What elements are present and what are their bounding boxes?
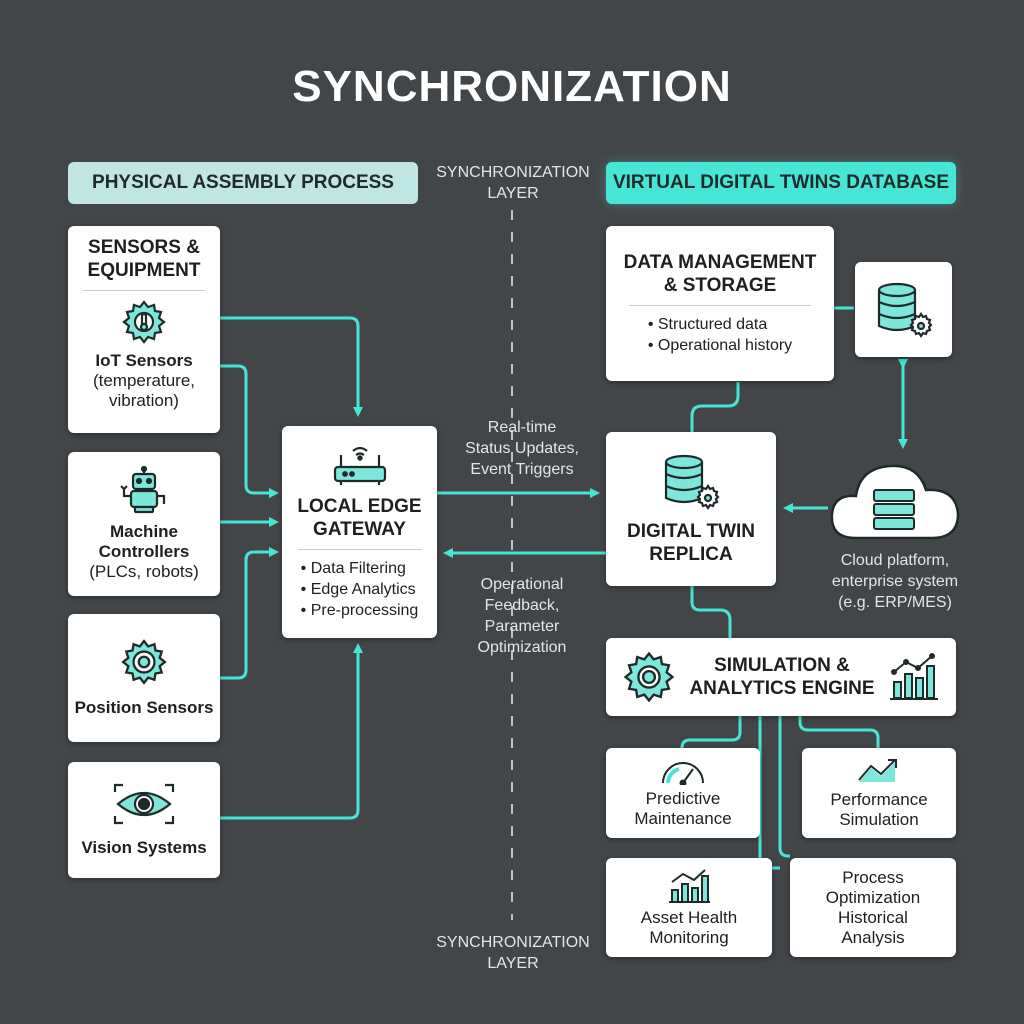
twin-title-line: DIGITAL TWIN xyxy=(626,521,756,542)
local-edge-gateway-card[interactable]: LOCAL EDGE GATEWAY • Data Filtering • Ed… xyxy=(282,426,437,638)
data-mgmt-bullet: • Operational history xyxy=(647,337,793,354)
data-mgmt-title-line: & STORAGE xyxy=(663,275,777,296)
divider xyxy=(628,305,812,306)
machine-controllers-label: Controllers xyxy=(98,542,190,561)
bar-chart-icon xyxy=(888,652,940,702)
flow-label-line: Event Triggers xyxy=(470,461,574,478)
robot-icon xyxy=(119,466,169,514)
flow-label-line: Operational xyxy=(480,576,564,593)
gateway-bullets: • Data Filtering • Edge Analytics • Pre-… xyxy=(301,558,419,621)
process-optimization-card[interactable]: Process Optimization Historical Analysis xyxy=(790,858,956,957)
cloud-caption-line: enterprise system xyxy=(831,573,959,590)
twin-title-line: REPLICA xyxy=(649,544,733,565)
cloud-caption: Cloud platform, enterprise system (e.g. … xyxy=(812,550,978,613)
iot-sensors-detail: vibration) xyxy=(109,391,179,410)
vision-systems-label: Vision Systems xyxy=(81,838,207,857)
flow-label-line: Real-time xyxy=(487,419,557,436)
cloud-server-icon xyxy=(826,452,962,544)
flow-label-line: Parameter xyxy=(484,618,560,635)
process-label: Optimization xyxy=(825,887,921,907)
gear-icon xyxy=(622,650,676,704)
database-gear-icon xyxy=(660,452,722,512)
sim-title-line: SIMULATION & xyxy=(714,655,850,676)
gear-thermometer-icon xyxy=(121,299,167,345)
predictive-label: Predictive xyxy=(645,789,721,808)
asset-health-card[interactable]: Asset Health Monitoring xyxy=(606,858,772,957)
realtime-flow-label: Real-time Status Updates, Event Triggers xyxy=(446,417,598,480)
data-mgmt-bullet: • Structured data xyxy=(647,316,768,333)
sync-layer-line: SYNCHRONIZATION xyxy=(436,164,590,181)
position-sensors-card[interactable]: Position Sensors xyxy=(68,614,220,742)
iot-sensors-detail: (temperature, xyxy=(92,371,196,390)
sensors-title-line: EQUIPMENT xyxy=(87,260,201,281)
iot-sensors-label: IoT Sensors xyxy=(95,351,193,370)
process-label: Analysis xyxy=(841,927,905,947)
page-title: SYNCHRONIZATION xyxy=(292,62,732,111)
gateway-title-line: GATEWAY xyxy=(313,519,406,540)
database-card[interactable] xyxy=(855,262,952,357)
gauge-icon xyxy=(659,757,707,785)
gear-target-icon xyxy=(120,638,168,686)
feedback-flow-label: Operational Feedback, Parameter Optimiza… xyxy=(446,574,598,658)
cloud-platform[interactable] xyxy=(826,452,962,544)
sync-layer-line: SYNCHRONIZATION xyxy=(436,934,590,951)
process-label: Process xyxy=(842,867,904,887)
asset-health-label: Monitoring xyxy=(649,927,729,947)
virtual-section-header: VIRTUAL DIGITAL TWINS DATABASE xyxy=(606,162,956,204)
sensors-title-line: SENSORS & xyxy=(88,237,200,258)
predictive-label: Maintenance xyxy=(634,809,732,828)
flow-label-line: Optimization xyxy=(477,639,567,656)
sync-layer-line: LAYER xyxy=(487,955,539,972)
physical-section-header: PHYSICAL ASSEMBLY PROCESS xyxy=(68,162,418,204)
gateway-bullet: • Edge Analytics xyxy=(300,581,416,598)
gateway-bullet: • Pre-processing xyxy=(300,602,419,619)
bar-chart-icon xyxy=(667,868,711,904)
flow-label-line: Status Updates, xyxy=(465,440,579,457)
machine-controllers-label: Machine xyxy=(109,522,179,541)
performance-label: Simulation xyxy=(839,810,919,829)
divider xyxy=(83,290,205,291)
cloud-caption-line: (e.g. ERP/MES) xyxy=(838,594,952,611)
cloud-caption-line: Cloud platform, xyxy=(840,552,950,569)
trend-up-icon xyxy=(855,756,903,786)
digital-twin-card[interactable]: DIGITAL TWIN REPLICA xyxy=(606,432,776,586)
process-label: Historical xyxy=(838,907,908,927)
sync-layer-label-top: SYNCHRONIZATION LAYER xyxy=(430,162,596,204)
machine-controllers-card[interactable]: Machine Controllers (PLCs, robots) xyxy=(68,452,220,596)
vision-systems-card[interactable]: Vision Systems xyxy=(68,762,220,878)
position-sensors-label: Position Sensors xyxy=(74,698,214,717)
flow-label-line: Feedback, xyxy=(484,597,560,614)
data-mgmt-bullets: • Structured data • Operational history xyxy=(648,314,792,356)
performance-label: Performance xyxy=(830,790,928,809)
eye-icon xyxy=(112,782,176,826)
data-mgmt-title-line: DATA MANAGEMENT xyxy=(623,252,817,273)
machine-controllers-detail: (PLCs, robots) xyxy=(89,562,199,581)
divider xyxy=(297,549,422,550)
sync-layer-label-bottom: SYNCHRONIZATION LAYER xyxy=(430,932,596,974)
gateway-title-line: LOCAL EDGE xyxy=(297,496,422,517)
database-gear-icon xyxy=(873,280,935,340)
sensors-equipment-card[interactable]: SENSORS & EQUIPMENT IoT Sensors (tempera… xyxy=(68,226,220,433)
performance-simulation-card[interactable]: Performance Simulation xyxy=(802,748,956,838)
sim-title: SIMULATION & ANALYTICS ENGINE xyxy=(689,654,874,700)
data-management-card[interactable]: DATA MANAGEMENT & STORAGE • Structured d… xyxy=(606,226,834,381)
asset-health-label: Asset Health xyxy=(640,907,738,927)
sim-title-line: ANALYTICS ENGINE xyxy=(689,678,875,699)
gateway-bullet: • Data Filtering xyxy=(300,560,406,577)
simulation-engine-card[interactable]: SIMULATION & ANALYTICS ENGINE xyxy=(606,638,956,716)
sync-layer-line: LAYER xyxy=(487,185,539,202)
router-icon xyxy=(331,443,389,487)
predictive-maintenance-card[interactable]: Predictive Maintenance xyxy=(606,748,760,838)
